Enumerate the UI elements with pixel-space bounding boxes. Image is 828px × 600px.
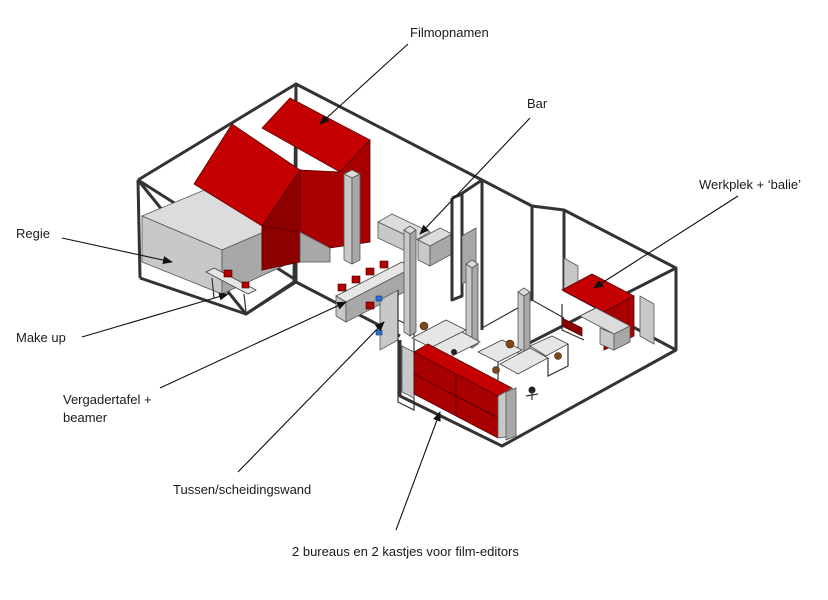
studio-left-corner xyxy=(136,179,142,279)
label-vergadertafel-line2: beamer xyxy=(63,410,108,425)
label-vergadertafel-line1: Vergadertafel + xyxy=(63,392,152,407)
label-make-up: Make up xyxy=(16,330,66,345)
leader-make-up xyxy=(81,292,229,338)
meeting-table xyxy=(335,260,413,323)
make-up-table xyxy=(205,267,257,313)
label-bar: Bar xyxy=(527,96,548,111)
bar-pillar xyxy=(403,225,417,337)
leader-lines xyxy=(61,43,739,531)
label-werkplek: Werkplek + ‘balie’ xyxy=(699,177,802,192)
label-regie: Regie xyxy=(16,226,50,241)
studio-pillar xyxy=(343,169,361,265)
studio-front-floor xyxy=(139,276,247,316)
leader-werkplek xyxy=(593,195,739,289)
office-pillars xyxy=(465,259,531,363)
label-bureaus: 2 bureaus en 2 kastjes voor film-editors xyxy=(292,544,519,559)
label-scheidingswand: Tussen/scheidingswand xyxy=(173,482,312,497)
leader-bar xyxy=(419,117,531,235)
label-filmopnamen: Filmopnamen xyxy=(410,25,489,40)
reception-desk xyxy=(561,273,635,351)
studio-back-wall-top xyxy=(137,82,297,182)
leader-bureaus xyxy=(395,411,441,531)
leader-regie xyxy=(61,237,173,264)
editor-cabinets xyxy=(401,343,517,441)
leader-vergadertafel xyxy=(159,301,347,389)
leader-filmopnamen xyxy=(319,43,409,125)
studio-mid-floor xyxy=(245,280,297,316)
leader-scheidingswand xyxy=(237,321,385,473)
